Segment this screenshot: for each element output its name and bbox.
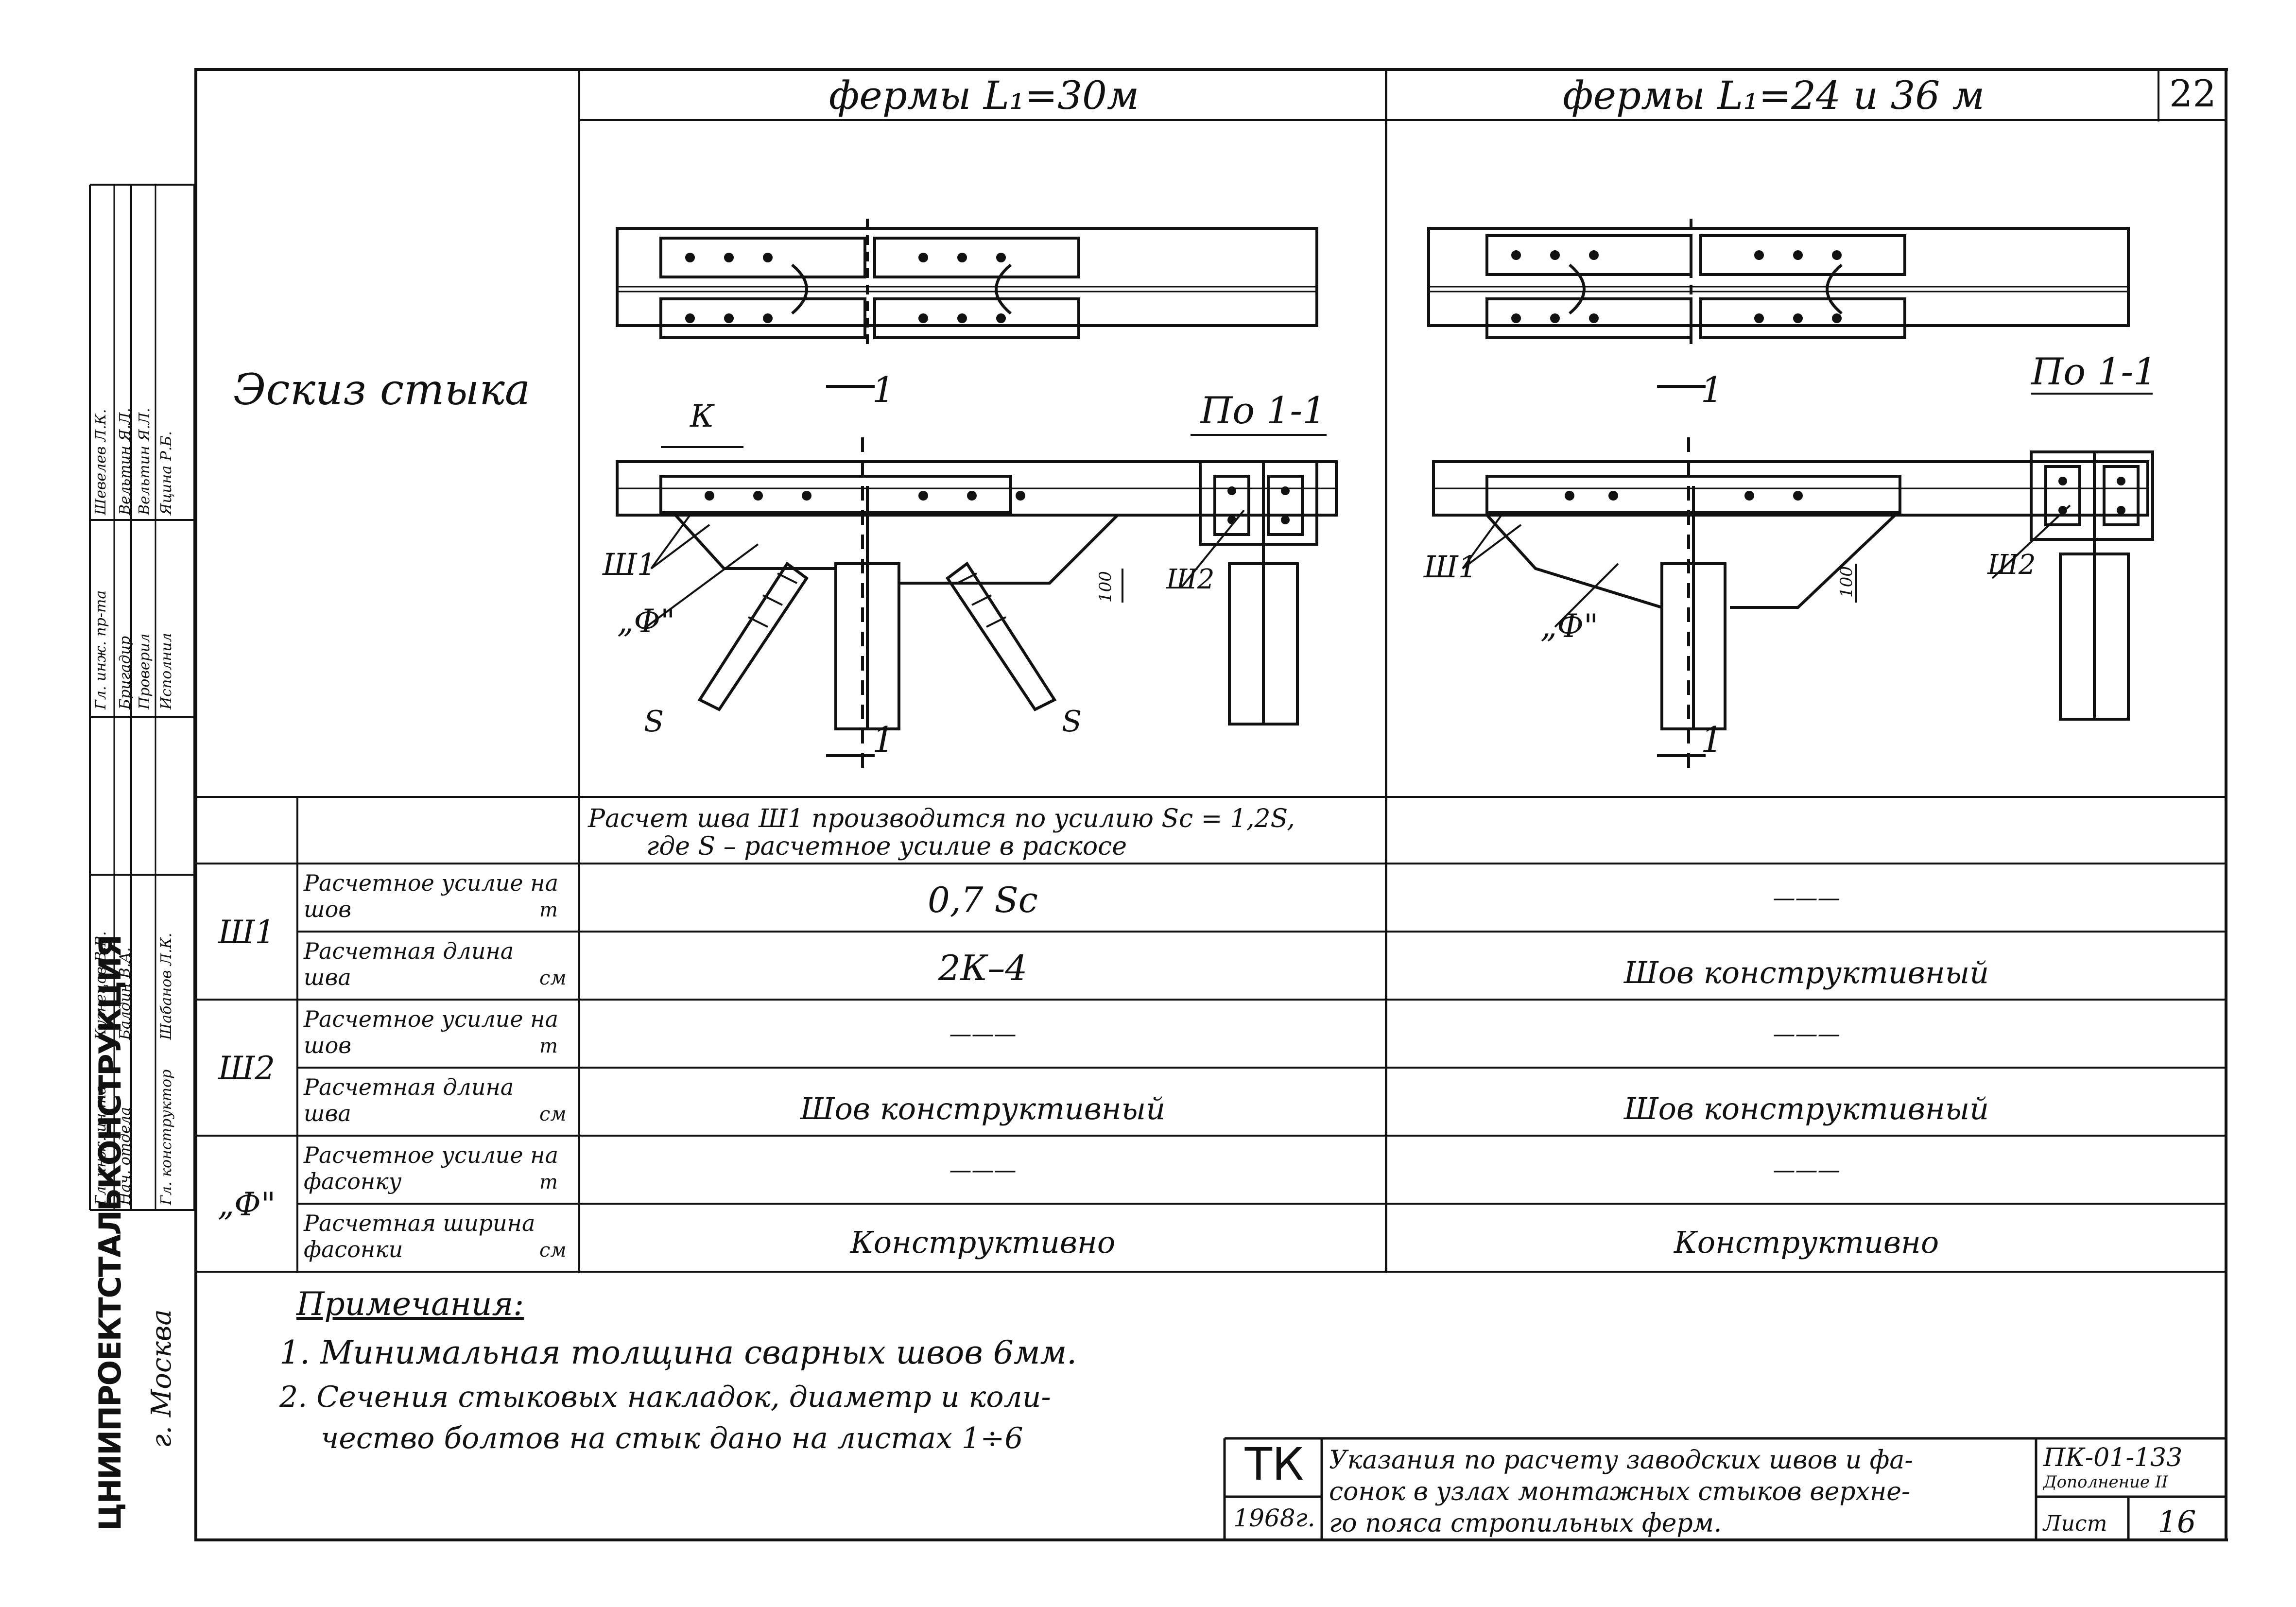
row-value-a: 2К–4 [938, 948, 1028, 988]
section-label-a: По 1-1 [1200, 389, 1326, 432]
side-role: Гл. инж. ин-та [92, 1086, 109, 1205]
section-mark-top: 1 [872, 369, 895, 410]
side-role: Нач. отдела [117, 1106, 134, 1205]
weld-w1-label-a: Ш1 [603, 547, 656, 582]
side-role: Гл. инж. пр-та [92, 590, 109, 709]
stamp-code: ПК-01-133 [2043, 1443, 2183, 1472]
row-unit: см [539, 967, 567, 989]
stamp-sheet-number: 16 [2158, 1504, 2196, 1539]
calc-note-line2: где S – расчетное усилие в раскосе [646, 832, 1127, 861]
frame-left [194, 68, 197, 1541]
stroke-s-left: S [644, 705, 664, 739]
row-value-a: Конструктивно [850, 1225, 1116, 1260]
calc-note-line1: Расчет шва Ш1 производится по усилию Sc … [588, 804, 1295, 833]
frame-right [2225, 68, 2227, 1541]
side-name: Вельтин Я.Л. [136, 408, 153, 515]
weld-w2-label-b: Ш2 [1987, 549, 2036, 581]
group-w1: Ш1 [218, 914, 276, 951]
notes-title: Примечания: [296, 1285, 524, 1323]
side-name: Шабанов Л.К. [158, 933, 175, 1040]
dim-100-a: 100 [1096, 571, 1115, 603]
stamp-title-line: Указания по расчету заводских швов и фа- [1329, 1446, 1913, 1475]
city-label: г. Москва [146, 1309, 177, 1448]
side-name: Шевелев Л.К. [92, 409, 109, 515]
row-unit: т [539, 1035, 558, 1057]
note-item: 1. Минимальная толщина сварных швов 6мм. [279, 1334, 1077, 1371]
note-item: 2. Сечения стыковых накладок, диаметр и … [279, 1380, 1051, 1414]
weld-w2-label-a: Ш2 [1166, 564, 1215, 595]
sketch-label: Эскиз стыка [233, 364, 531, 415]
side-role: Исполнил [158, 633, 175, 709]
stroke-s-right: S [1062, 705, 1082, 739]
row-value-b: ——— [1773, 884, 1840, 911]
row-param: Расчетное усилие на шов [304, 1006, 558, 1058]
weld-w1-label-b: Ш1 [1424, 549, 1478, 585]
row-unit: см [539, 1103, 567, 1125]
dim-k-label: К [690, 398, 714, 434]
row-value-b: ——— [1773, 1020, 1840, 1047]
sheet-number: 22 [2169, 72, 2216, 115]
section-mark-bottom: 1 [872, 719, 895, 760]
stamp-title-line: сонок в узлах монтажных стыков верхне- [1329, 1477, 1910, 1506]
stamp-sheet-label: Лист [2043, 1511, 2107, 1536]
row-param: Расчетное усилие на шов [304, 870, 558, 922]
frame-bottom [194, 1538, 2228, 1541]
column-title-30m: фермы L₁=30м [829, 73, 1139, 118]
side-name: Вельтин Я.Л. [117, 408, 134, 515]
gusset-label-b: „Ф" [1540, 607, 1599, 645]
row-value-b: ——— [1773, 1157, 1840, 1183]
dim-100-b: 100 [1837, 566, 1856, 598]
column-title-24-36m: фермы L₁=24 и 36 м [1562, 73, 1985, 118]
row-unit: см [539, 1239, 567, 1261]
row-unit: т [539, 899, 558, 921]
row-value-b: Шов конструктивный [1623, 955, 1989, 990]
stamp-org: ТК [1244, 1438, 1304, 1490]
row-value-a: 0,7 Sc [927, 880, 1038, 920]
drawing-truss-24-36m [1427, 219, 2154, 768]
row-value-b: Шов конструктивный [1623, 1091, 1989, 1126]
row-value-a: Шов конструктивный [800, 1091, 1166, 1126]
row-unit: т [539, 1171, 558, 1193]
side-name: Балдин В.А. [117, 947, 134, 1040]
row-param: Расчетная длина шва [304, 1074, 514, 1126]
stamp-year: 1968г. [1233, 1504, 1315, 1532]
row-value-a: ——— [949, 1157, 1017, 1183]
section-mark-top-b: 1 [1701, 369, 1723, 410]
note-item: чество болтов на стык дано на листах 1÷6 [321, 1421, 1023, 1455]
section-label-b: По 1-1 [2031, 350, 2157, 393]
stamp-title-line: го пояса стропильных ферм. [1329, 1509, 1722, 1538]
side-role: Проверил [136, 633, 153, 709]
section-mark-bottom-b: 1 [1701, 719, 1723, 760]
group-f: „Ф" [217, 1186, 276, 1223]
row-value-a: ——— [949, 1020, 1017, 1047]
row-param: Расчетное усилие на фасонку [304, 1142, 558, 1194]
group-w2: Ш2 [218, 1050, 276, 1087]
side-role: Гл. конструктор [158, 1069, 175, 1205]
row-value-b: Конструктивно [1674, 1225, 1939, 1260]
side-name: Яцина Р.Б. [158, 431, 175, 515]
row-param: Расчетная длина шва [304, 938, 514, 990]
stamp-supplement: Дополнение II [2043, 1472, 2168, 1492]
side-role: Бригадир [117, 636, 134, 709]
side-name: Кузнецов В.В. [92, 931, 109, 1040]
frame-top [194, 68, 2228, 71]
gusset-label-a: „Ф" [617, 603, 675, 640]
row-param: Расчетная ширина фасонки [304, 1210, 535, 1262]
